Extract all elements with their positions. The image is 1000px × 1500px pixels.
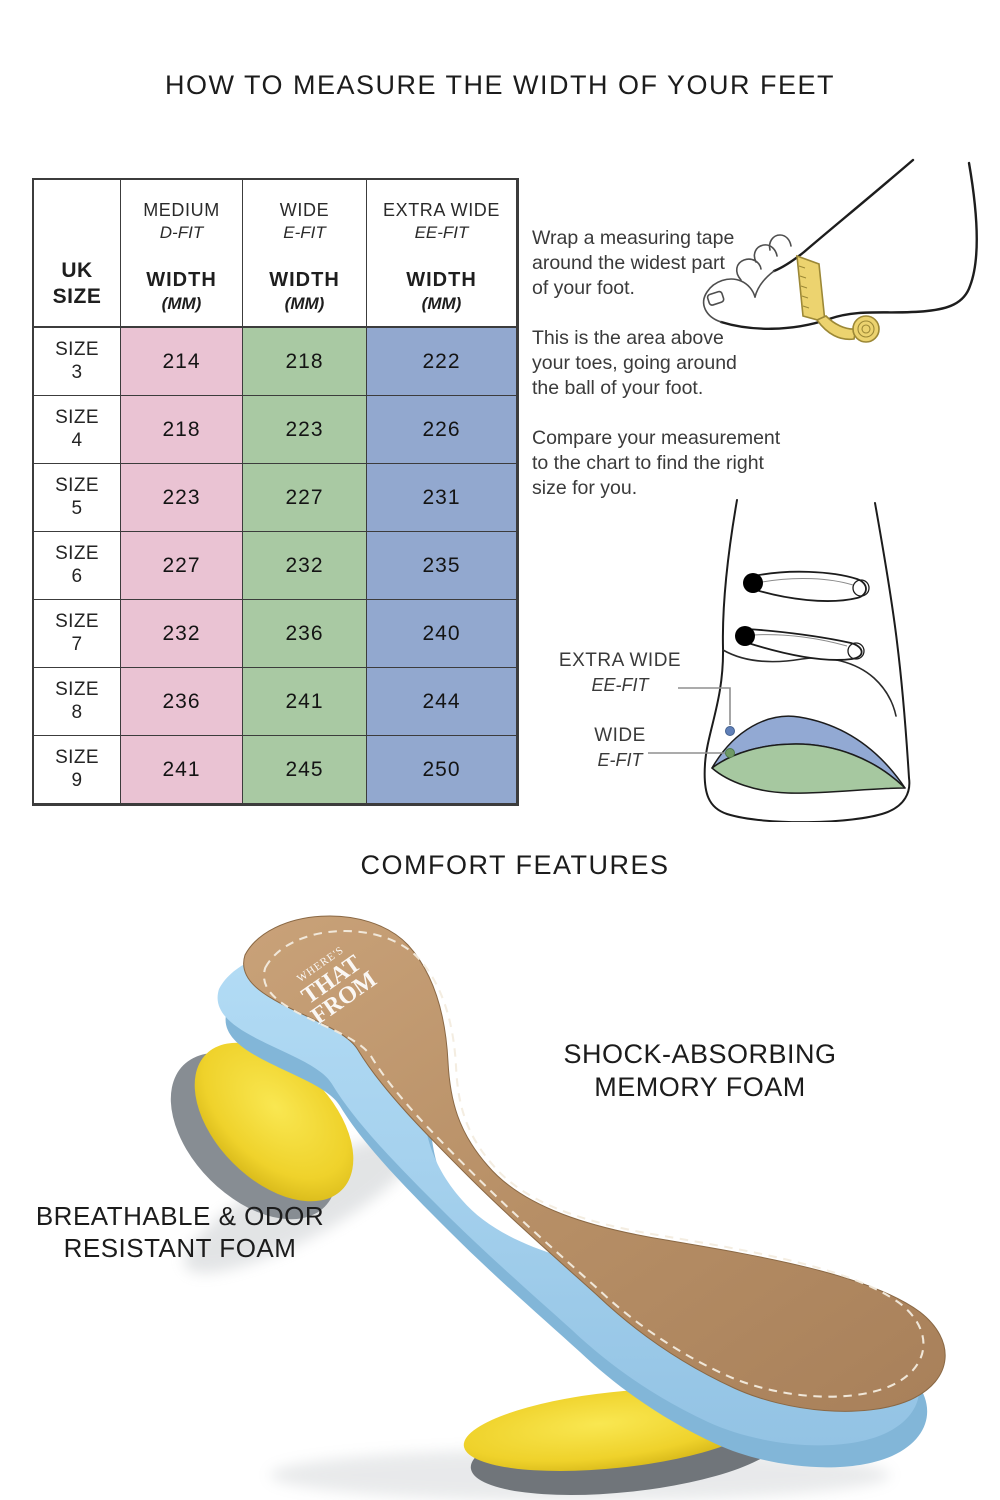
- width-fit-foot-diagram: [648, 499, 911, 822]
- breathable-foam-label: BREATHABLE & ODOR RESISTANT FOAM: [35, 1201, 325, 1263]
- width-value-extra-wide: 240: [367, 600, 517, 668]
- width-value-wide: 227: [243, 464, 367, 532]
- width-unit: (MM): [421, 294, 462, 313]
- measuring-tape-foot-illustration: [702, 158, 978, 343]
- wide-column-header: WIDE E-FIT WIDTH (MM): [243, 180, 367, 328]
- width-value-extra-wide: 250: [367, 736, 517, 804]
- width-value-extra-wide: 226: [367, 396, 517, 464]
- medium-column-header: MEDIUM D-FIT WIDTH (MM): [121, 180, 243, 328]
- width-label: WIDTH: [146, 269, 217, 291]
- width-unit: (MM): [284, 294, 325, 313]
- width-unit: (MM): [161, 294, 202, 313]
- extra-wide-marker-dot: [725, 726, 735, 736]
- tape-tick-marks: [798, 265, 810, 309]
- label-connector-lines: [648, 687, 731, 754]
- wide-fit-area: [711, 743, 906, 794]
- page-title: HOW TO MEASURE THE WIDTH OF YOUR FEET: [164, 70, 836, 100]
- width-value-wide: 232: [243, 532, 367, 600]
- fit-name: MEDIUM: [143, 200, 220, 220]
- width-value-medium: 218: [121, 396, 243, 464]
- width-label: WIDTH: [406, 269, 477, 291]
- width-value-medium: 223: [121, 464, 243, 532]
- width-value-extra-wide: 222: [367, 328, 517, 396]
- width-value-wide: 236: [243, 600, 367, 668]
- wide-marker-dot: [725, 748, 735, 758]
- width-value-extra-wide: 244: [367, 668, 517, 736]
- width-value-extra-wide: 235: [367, 532, 517, 600]
- width-value-extra-wide: 231: [367, 464, 517, 532]
- fit-code: EE-FIT: [414, 223, 469, 242]
- uk-size-header-line1: UK: [61, 258, 93, 282]
- extra-wide-fit-label: EXTRA WIDE EE-FIT: [558, 650, 682, 695]
- width-value-wide: 218: [243, 328, 367, 396]
- uk-size-header-cell: UK SIZE: [34, 180, 121, 328]
- fit-name: WIDE: [279, 200, 330, 220]
- measuring-instructions: Wrap a measuring tape around the widest …: [532, 226, 842, 526]
- width-value-medium: 214: [121, 328, 243, 396]
- instruction-paragraph: This is the area above your toes, going …: [532, 327, 737, 399]
- fit-code: D-FIT: [159, 223, 204, 242]
- toe-bones: [735, 570, 870, 661]
- fit-name: EXTRA WIDE: [382, 200, 500, 220]
- fit-code: E-FIT: [283, 223, 326, 242]
- instruction-paragraph: Compare your measurement to the chart to…: [532, 427, 781, 499]
- size-chart-table: UK SIZE MEDIUM D-FIT WIDTH (MM) WIDE E-F…: [32, 178, 519, 806]
- width-value-wide: 223: [243, 396, 367, 464]
- width-value-medium: 232: [121, 600, 243, 668]
- memory-foam-label: SHOCK-ABSORBING MEMORY FOAM: [563, 1039, 837, 1102]
- comfort-features-title: COMFORT FEATURES: [360, 850, 670, 880]
- uk-size-header-line2: SIZE: [52, 284, 102, 308]
- insole-layers-illustration: WHERE'S THAT FROM: [170, 915, 946, 1500]
- width-value-medium: 241: [121, 736, 243, 804]
- width-value-wide: 241: [243, 668, 367, 736]
- width-value-medium: 236: [121, 668, 243, 736]
- instruction-paragraph: Wrap a measuring tape around the widest …: [532, 227, 735, 299]
- extra-wide-column-header: EXTRA WIDE EE-FIT WIDTH (MM): [367, 180, 517, 328]
- width-label: WIDTH: [269, 269, 340, 291]
- width-value-wide: 245: [243, 736, 367, 804]
- width-value-medium: 227: [121, 532, 243, 600]
- wide-fit-label: WIDE E-FIT: [594, 725, 646, 770]
